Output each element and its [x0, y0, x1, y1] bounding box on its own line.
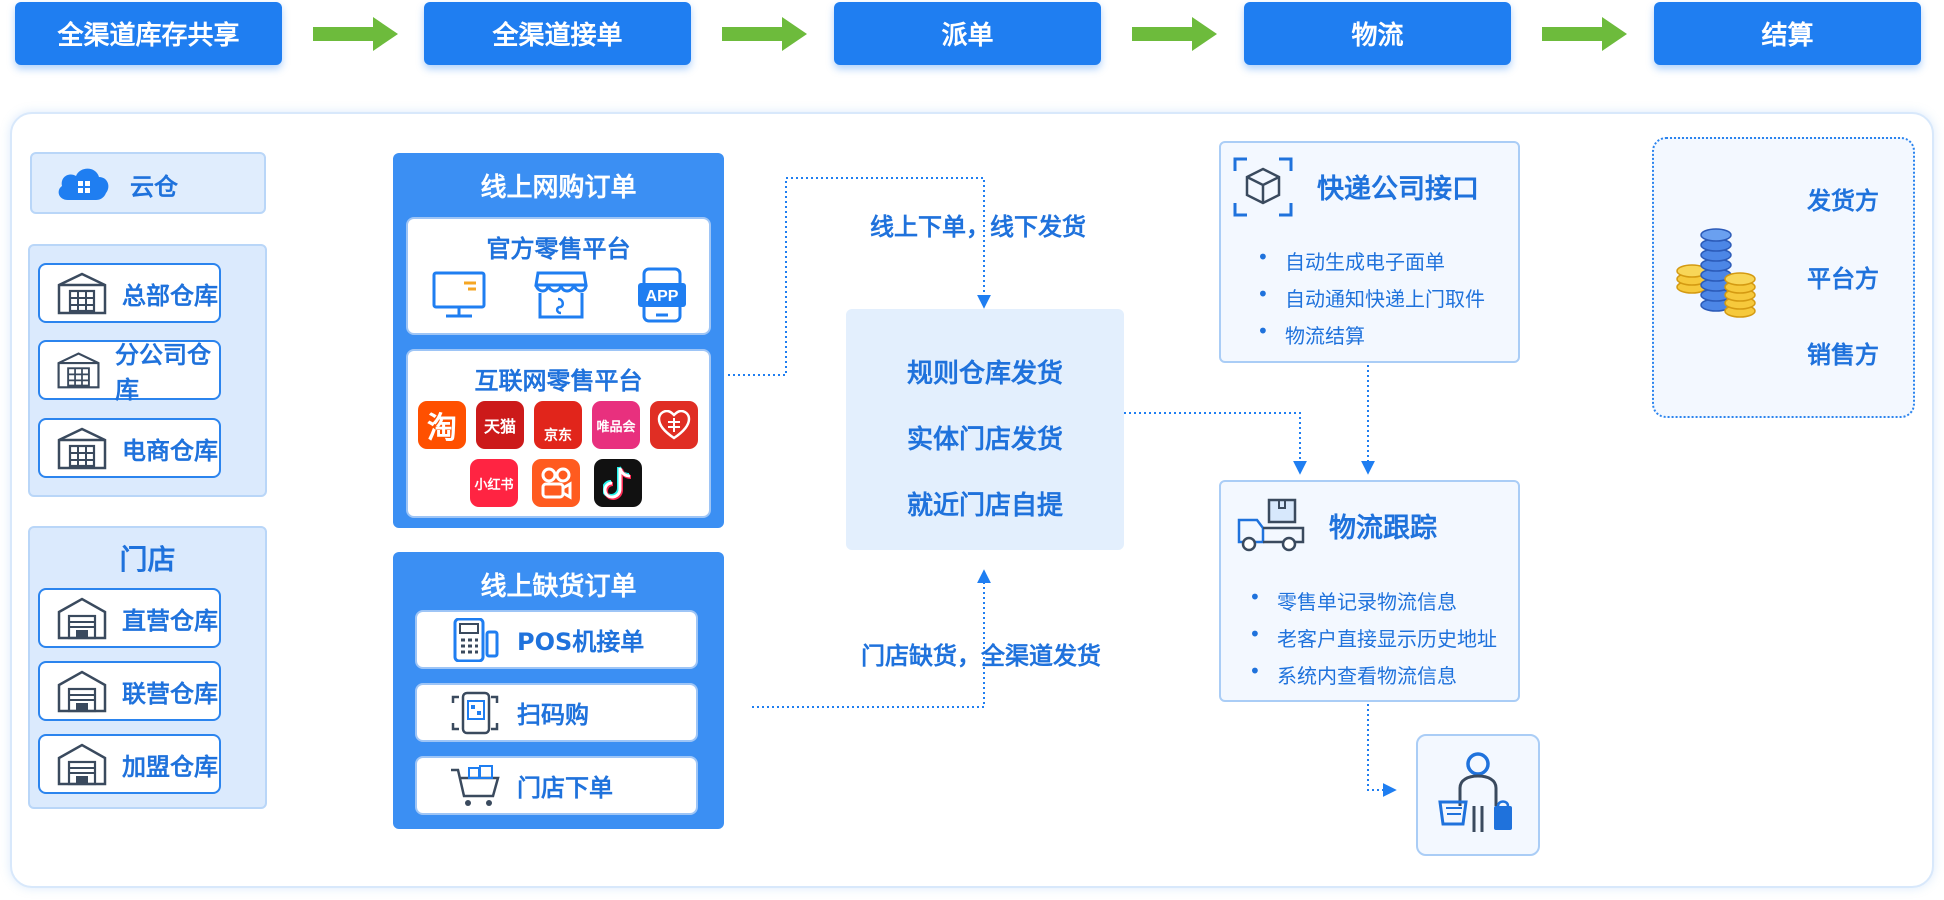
cloud-warehouse: 云仓	[30, 152, 266, 214]
coins-icon	[1676, 228, 1756, 318]
warehouse-ecommerce[interactable]: 电商仓库	[38, 418, 221, 478]
desktop-icon[interactable]	[432, 271, 486, 319]
dispatch-box: 规则仓库发货 实体门店发货 就近门店自提	[846, 309, 1124, 550]
step-dispatch: 派单	[834, 2, 1101, 65]
store-order-item[interactable]: 门店下单	[415, 756, 698, 815]
flow-label-online: 线上下单，线下发货	[870, 213, 1086, 241]
warehouse-label: 总部仓库	[122, 281, 218, 310]
taobao-logo[interactable]: 淘	[418, 401, 466, 449]
store-order-label: 门店下单	[517, 774, 613, 802]
official-platform-title: 官方零售平台	[486, 235, 631, 263]
pinduoduo-logo[interactable]	[650, 401, 698, 449]
online-orders-title: 线上网购订单	[480, 173, 637, 203]
vip-logo[interactable]: 唯品会	[592, 401, 640, 449]
warehouse-icon	[57, 427, 107, 470]
step-inventory-sharing: 全渠道库存共享	[15, 2, 282, 65]
express-title: 快递公司接口	[1317, 174, 1479, 205]
warehouse-label: 分公司仓库	[115, 341, 212, 404]
step-arrow-3	[1132, 17, 1217, 51]
customer-box	[1416, 734, 1540, 856]
express-item: 物流结算	[1257, 319, 1365, 349]
store-label: 联营仓库	[122, 679, 218, 708]
connector-online-to-dispatch	[728, 177, 991, 376]
pos-order-label: POS机接单	[517, 628, 645, 656]
jd-logo[interactable]: 京东	[534, 401, 582, 449]
pos-terminal-icon	[453, 617, 499, 662]
warehouse-hq[interactable]: 总部仓库	[38, 263, 221, 323]
scan-buy-item[interactable]: 扫码购	[415, 683, 698, 742]
step-logistics: 物流	[1244, 2, 1511, 65]
online-orders-box: 线上网购订单 官方零售平台 APP 互联网零售平台 淘 天猫 京东 唯品会	[393, 153, 724, 528]
shortage-orders-box: 线上缺货订单 POS机接单 扫码购 门店下单	[393, 552, 724, 829]
shopper-icon	[1438, 752, 1512, 832]
app-icon-text: APP	[646, 288, 679, 305]
flow-label-shortage: 门店缺货，全渠道发货	[861, 642, 1101, 670]
warehouse-label: 电商仓库	[122, 436, 218, 465]
parcel-scan-icon	[1233, 157, 1293, 217]
delivery-truck-icon	[1237, 498, 1305, 552]
tracking-item: 老客户直接显示历史地址	[1249, 622, 1497, 652]
scan-code-icon	[451, 691, 499, 734]
dispatch-nearby-pickup: 就近门店自提	[906, 491, 1063, 521]
settlement-box: 发货方 平台方 销售方	[1652, 137, 1915, 418]
party-platform: 平台方	[1807, 265, 1879, 293]
shortage-orders-title: 线上缺货订单	[480, 572, 637, 602]
official-platform-card: 官方零售平台 APP	[406, 217, 711, 335]
warehouse-group: 总部仓库 分公司仓库 电商仓库	[28, 244, 267, 497]
mini-store-icon[interactable]	[534, 269, 588, 319]
kuaishou-icon	[541, 467, 572, 500]
app-icon[interactable]: APP	[638, 267, 686, 323]
dispatch-physical-store: 实体门店发货	[906, 425, 1063, 455]
tracking-item: 系统内查看物流信息	[1249, 659, 1457, 689]
tmall-logo[interactable]: 天猫	[476, 401, 524, 449]
scan-buy-label: 扫码购	[517, 701, 589, 729]
step-arrow-4	[1542, 17, 1627, 51]
connector-shortage-to-dispatch	[752, 569, 991, 708]
step-arrow-2	[722, 17, 807, 51]
connector-dispatch-to-tracking	[1124, 412, 1307, 475]
warehouse-icon	[57, 352, 100, 389]
step-settlement: 结算	[1654, 2, 1921, 65]
tracking-title: 物流跟踪	[1329, 513, 1437, 544]
shopping-cart-icon	[451, 764, 500, 806]
cloud-icon	[58, 168, 109, 200]
xiaohongshu-logo[interactable]: 小红书	[470, 459, 518, 507]
warehouse-icon	[57, 272, 107, 315]
store-direct[interactable]: 直营仓库	[38, 588, 221, 648]
step-arrow-1	[313, 17, 398, 51]
store-label: 加盟仓库	[122, 752, 218, 781]
stores-group: 门店 直营仓库 联营仓库 加盟仓库	[28, 526, 267, 809]
step-order-receiving: 全渠道接单	[424, 2, 691, 65]
store-garage-icon	[57, 743, 107, 786]
kuaishou-logo[interactable]	[532, 459, 580, 507]
douyin-icon	[603, 466, 632, 500]
connector-tracking-to-customer	[1367, 699, 1397, 797]
store-franchise[interactable]: 加盟仓库	[38, 734, 221, 794]
store-joint[interactable]: 联营仓库	[38, 661, 221, 721]
douyin-logo[interactable]	[594, 459, 642, 507]
express-item: 自动通知快递上门取件	[1257, 282, 1485, 312]
party-seller: 销售方	[1807, 341, 1879, 369]
internet-platform-card: 互联网零售平台 淘 天猫 京东 唯品会 小红书	[406, 349, 711, 518]
party-shipper: 发货方	[1807, 187, 1879, 215]
tracking-item: 零售单记录物流信息	[1249, 585, 1457, 615]
stores-title: 门店	[119, 543, 176, 576]
internet-platform-title: 互联网零售平台	[474, 367, 643, 395]
store-garage-icon	[57, 670, 107, 713]
dispatch-rule-warehouse: 规则仓库发货	[906, 359, 1063, 389]
pinduoduo-icon	[657, 410, 691, 440]
cloud-warehouse-label: 云仓	[130, 173, 178, 201]
express-item: 自动生成电子面单	[1257, 245, 1445, 275]
store-garage-icon	[57, 597, 107, 640]
express-interface-card: 快递公司接口 自动生成电子面单 自动通知快递上门取件 物流结算	[1219, 141, 1520, 363]
warehouse-branch[interactable]: 分公司仓库	[38, 340, 221, 404]
pos-order-item[interactable]: POS机接单	[415, 610, 698, 669]
store-label: 直营仓库	[122, 606, 218, 635]
logistics-tracking-card: 物流跟踪 零售单记录物流信息 老客户直接显示历史地址 系统内查看物流信息	[1219, 480, 1520, 702]
